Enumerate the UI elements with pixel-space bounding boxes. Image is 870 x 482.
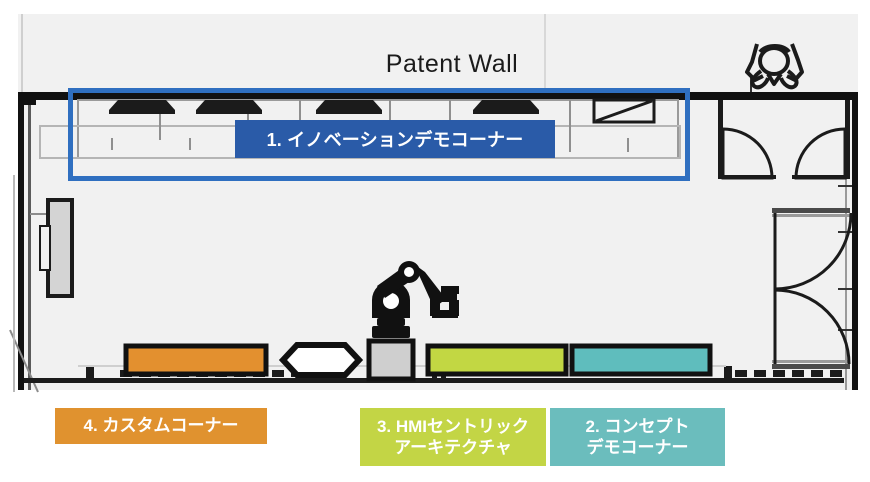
bottom-wall-window-mullions-right bbox=[735, 370, 842, 377]
zone3-green-bar bbox=[425, 343, 569, 377]
left-wall-top-stub bbox=[18, 100, 36, 105]
decorative-logo-mark bbox=[745, 43, 804, 90]
legend-item-label-line-2: デモコーナー bbox=[586, 438, 689, 457]
legend-item-label-line-2: アーキテクチャ bbox=[394, 438, 512, 457]
bottom-wall bbox=[24, 378, 844, 383]
legend-item-custom-corner[interactable]: 4. カスタムコーナー bbox=[55, 408, 267, 444]
zone1-callout-label: 1. イノベーションデモコーナー bbox=[235, 120, 555, 158]
legend-item-concept-demo-corner[interactable]: 2. コンセプト デモコーナー bbox=[550, 408, 725, 466]
left-wall-inner-line bbox=[28, 100, 31, 390]
workstation-seat-4 bbox=[473, 100, 539, 114]
floorplan-canvas bbox=[9, 14, 858, 393]
bottom-wall-post-left bbox=[86, 366, 94, 378]
zone4-orange-bar bbox=[123, 343, 269, 377]
left-exterior-wall bbox=[18, 100, 24, 390]
door-swing-right-upper bbox=[772, 208, 853, 291]
legend-item-label-line-1: 3. HMIセントリック bbox=[376, 416, 530, 436]
door-swing-top-right bbox=[792, 100, 850, 180]
top-wall bbox=[18, 92, 718, 100]
legend-item-hmi-centric-architecture[interactable]: 3. HMIセントリック アーキテクチャ bbox=[360, 408, 546, 466]
floor-fill bbox=[18, 14, 858, 390]
gray-equipment-cabinet bbox=[366, 338, 416, 382]
hexagon-table bbox=[278, 342, 364, 378]
robot-arm-icon bbox=[372, 261, 459, 338]
patent-wall-ramp-box bbox=[592, 98, 656, 124]
legend-item-label-line-1: 2. コンセプト bbox=[585, 416, 690, 436]
door-swing-right-lower bbox=[772, 288, 851, 369]
right-exterior-wall bbox=[852, 92, 858, 390]
patent-wall-workstations bbox=[39, 98, 681, 159]
bottom-wall-post-right bbox=[724, 366, 732, 378]
top-wall-right bbox=[718, 92, 858, 100]
patent-wall-label: Patent Wall bbox=[385, 50, 519, 78]
workstation-seat-3 bbox=[316, 100, 382, 114]
zone2-teal-bar bbox=[569, 343, 713, 377]
legend-item-label-line-1: 4. カスタムコーナー bbox=[83, 416, 239, 436]
legend: 4. カスタムコーナー 3. HMIセントリック アーキテクチャ 2. コンセプ… bbox=[0, 400, 870, 482]
door-swing-top-left bbox=[718, 100, 776, 180]
workstation-seat-2 bbox=[196, 100, 262, 114]
workstation-seat-1 bbox=[109, 100, 175, 114]
left-wall-display-panel bbox=[39, 198, 74, 298]
